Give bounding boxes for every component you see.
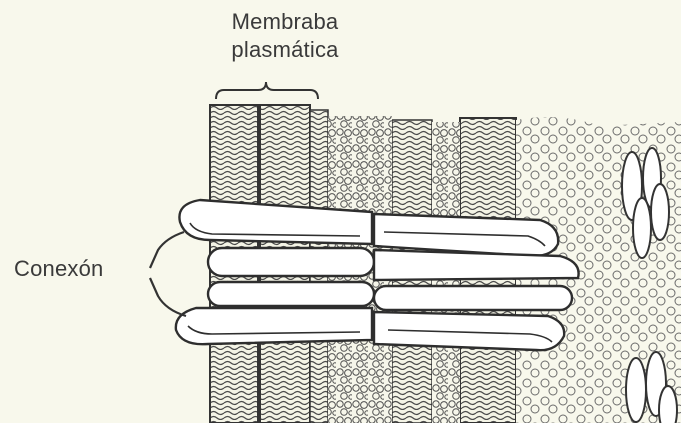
membrane-bracket: [216, 82, 318, 99]
connexon-pointer: [150, 232, 186, 316]
connexon-channels: [176, 200, 579, 350]
